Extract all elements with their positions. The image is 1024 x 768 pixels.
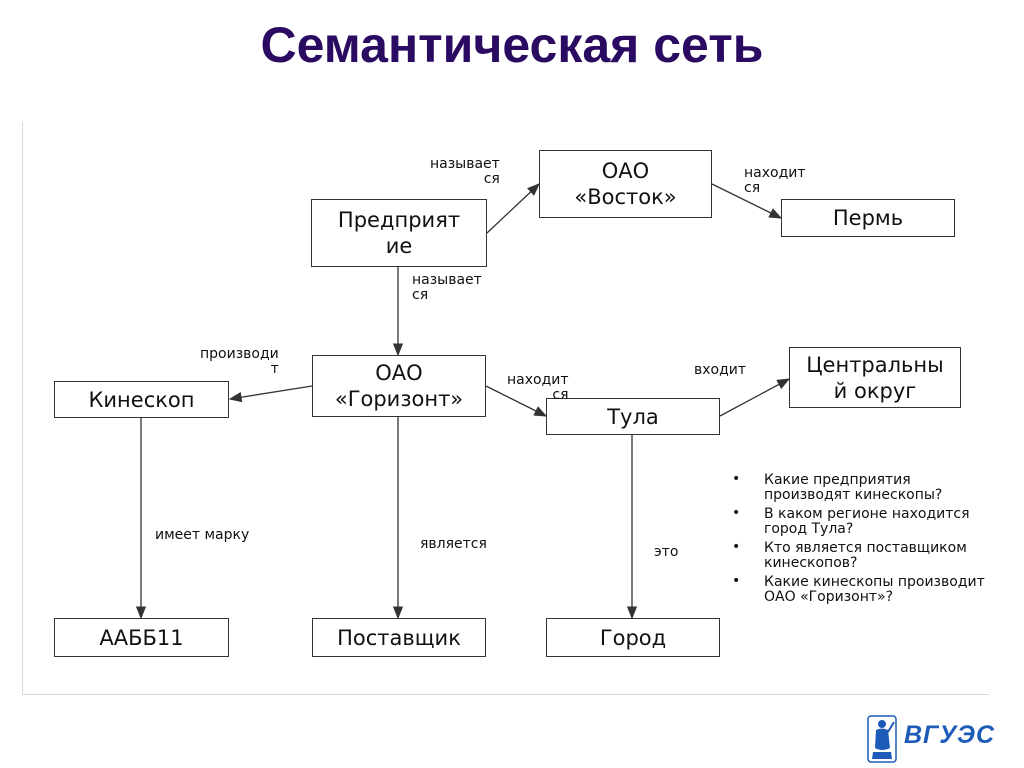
edge-vostok-perm (711, 183, 783, 219)
node-enterprise: Предприят ие (311, 199, 487, 267)
bullet-icon: • (732, 539, 741, 555)
edge-tula-central (719, 378, 791, 417)
node-supplier: Поставщик (312, 618, 486, 657)
bullet-icon: • (732, 505, 741, 521)
node-aabb11-label: ААББ11 (99, 625, 184, 650)
slide-title: Семантическая сеть (260, 17, 764, 73)
edge-label-kineskop-aabb: имеет марку (155, 527, 250, 543)
logo (867, 715, 897, 763)
node-supplier-label: Поставщик (337, 625, 461, 650)
node-tula-label: Тула (607, 404, 659, 429)
node-oao-vostok-label: ОАО «Восток» (574, 159, 677, 209)
node-tula: Тула (546, 398, 720, 435)
bullet-icon: • (732, 471, 741, 487)
question-text: Какие кинескопы производит ОАО «Горизонт… (764, 574, 985, 605)
edge-label-tula-city: это (654, 544, 679, 560)
node-perm: Пермь (781, 199, 955, 237)
question-item: • Кто является поставщиком кинескопов? (732, 539, 992, 571)
question-item: • Какие кинескопы производит ОАО «Горизо… (732, 573, 992, 605)
logo-text: ВГУЭС (904, 721, 996, 749)
node-city-label: Город (599, 625, 667, 650)
bullet-icon: • (732, 573, 741, 589)
node-kineskop-label: Кинескоп (88, 387, 195, 412)
edge-label-gorizont-tula: находит ся (507, 372, 569, 403)
question-text: Кто является поставщиком кинескопов? (764, 540, 967, 571)
node-aabb11: ААББ11 (54, 618, 229, 657)
edge-gorizont-tula (485, 385, 548, 417)
edge-gorizont-kineskop (228, 385, 313, 403)
edge-label-enterprise-gorizont: называет ся (412, 272, 482, 303)
question-item: • В каком регионе находится город Тула? (732, 505, 992, 537)
edge-label-vostok-perm: находит ся (744, 165, 806, 196)
question-item: • Какие предприятия производят кинескопы… (732, 471, 992, 503)
node-kineskop: Кинескоп (54, 381, 229, 418)
node-oao-gorizont: ОАО «Горизонт» (312, 355, 486, 417)
node-city: Город (546, 618, 720, 657)
edge-label-gorizont-kineskop: производи т (200, 346, 279, 377)
edge-label-tula-central: входит (694, 362, 747, 378)
node-perm-label: Пермь (832, 206, 904, 230)
node-oao-gorizont-label: ОАО «Горизонт» (334, 361, 464, 411)
node-central-okrug: Центральны й округ (789, 347, 961, 408)
edge-label-gorizont-supplier: является (420, 536, 487, 552)
node-enterprise-label: Предприят ие (337, 208, 461, 258)
questions-list: • Какие предприятия производят кинескопы… (732, 471, 992, 609)
node-central-okrug-label: Центральны й округ (806, 352, 944, 403)
question-text: В каком регионе находится город Тула? (764, 506, 970, 537)
figure-emblem-icon (867, 715, 897, 763)
node-oao-vostok: ОАО «Восток» (539, 150, 712, 218)
edge-label-enterprise-vostok: называет ся (430, 156, 500, 187)
edge-enterprise-vostok (486, 183, 540, 234)
question-text: Какие предприятия производят кинескопы? (764, 472, 943, 503)
